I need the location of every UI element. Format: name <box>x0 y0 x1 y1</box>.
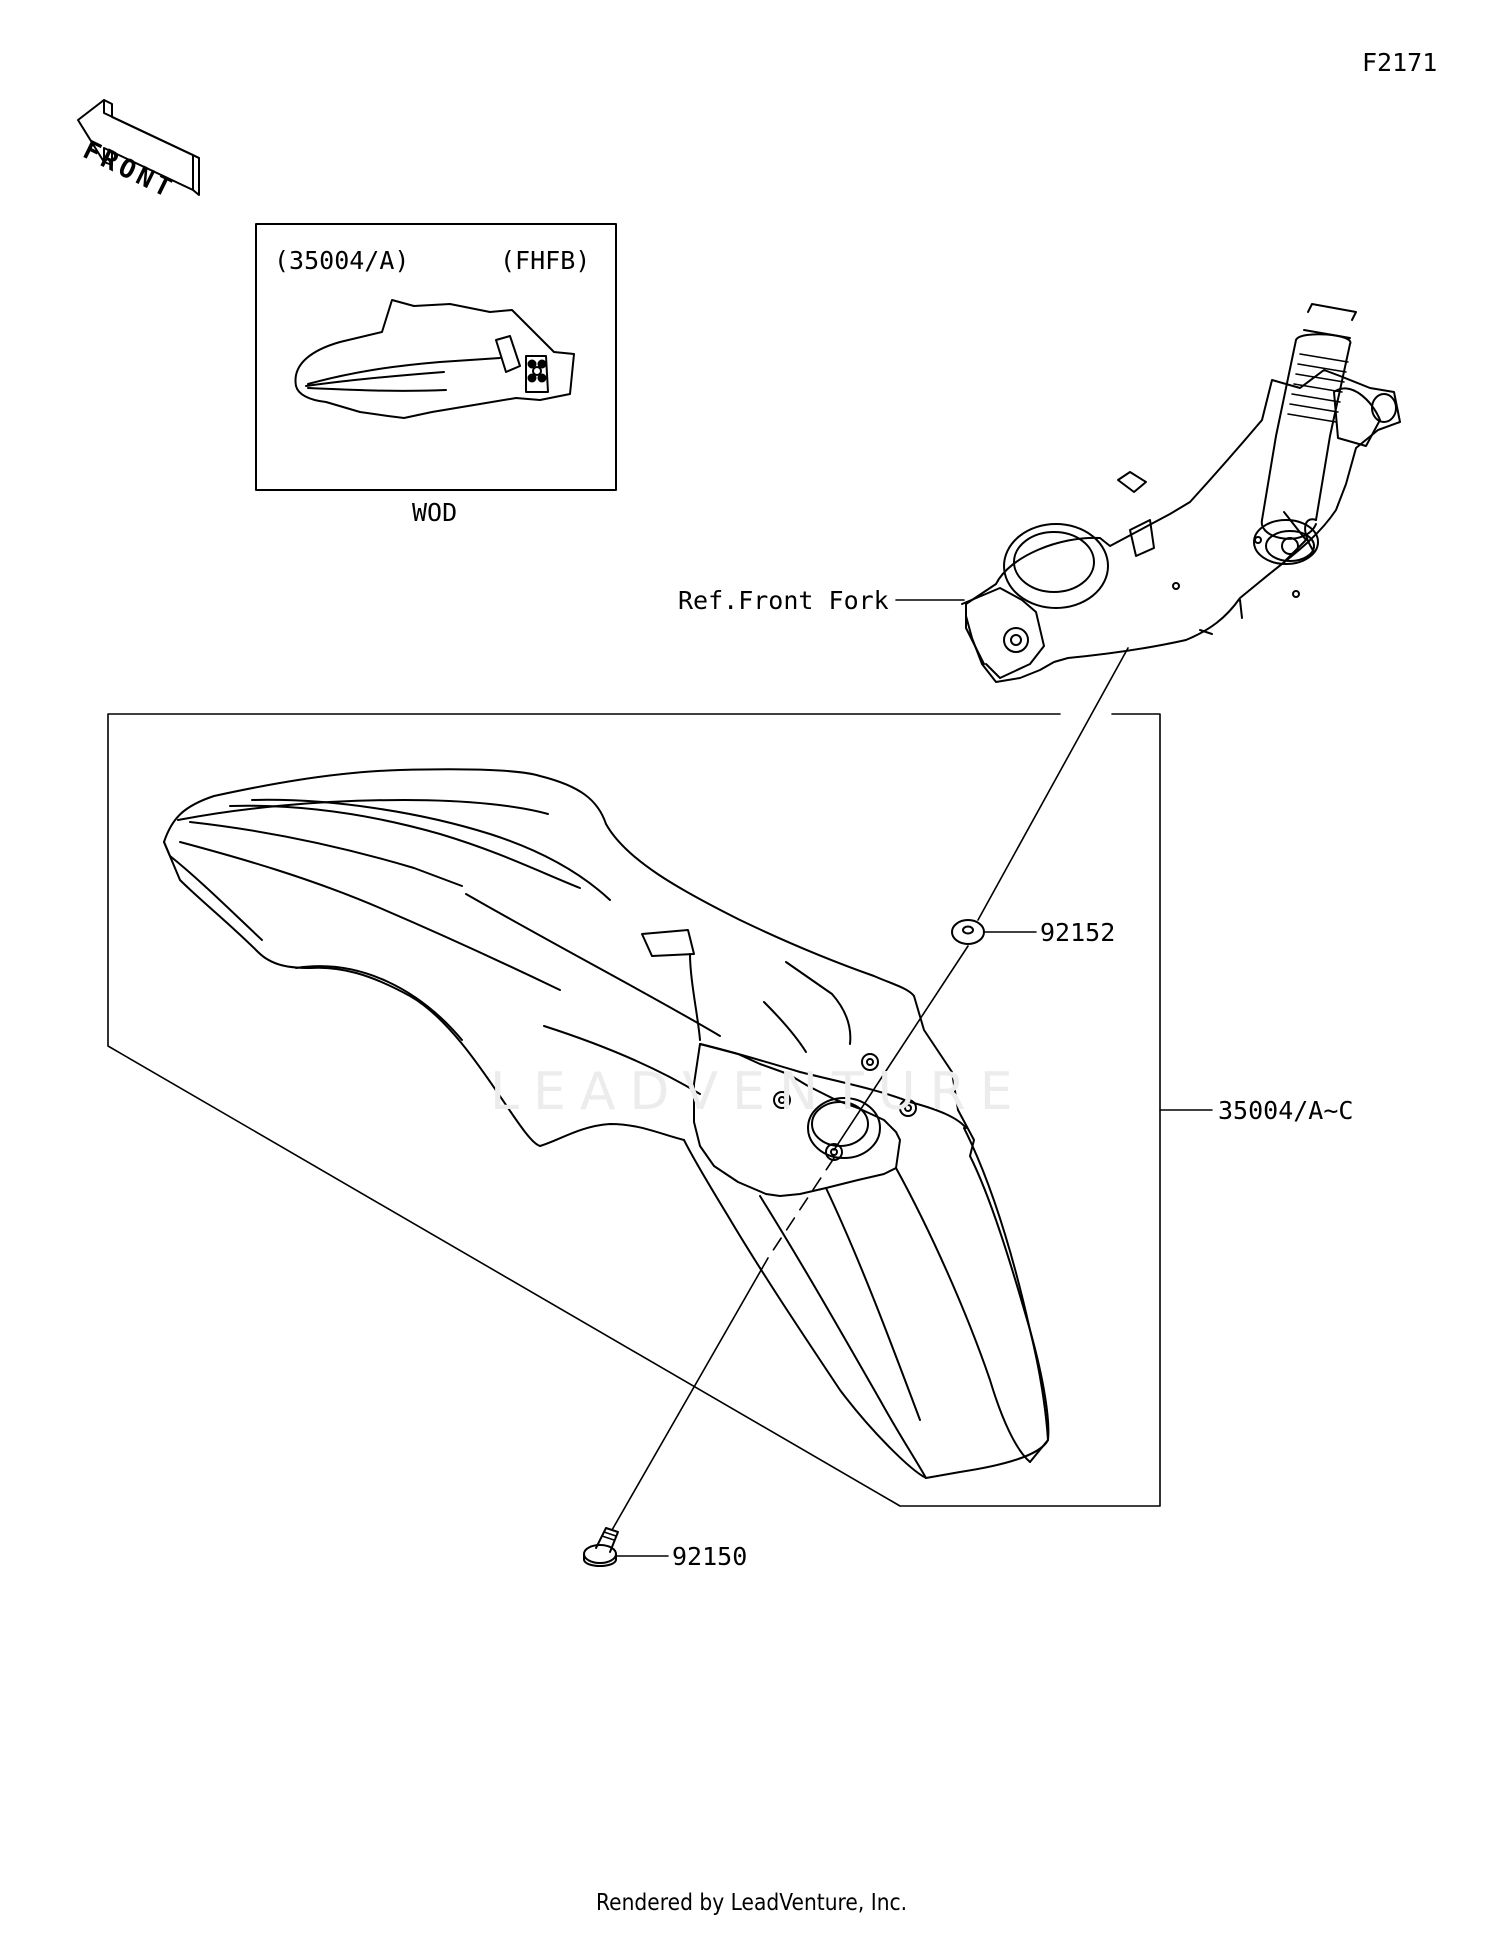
inset-caption: WOD <box>412 498 458 527</box>
inset-fender-drawing <box>294 299 575 419</box>
front-arrow-icon <box>77 99 200 196</box>
watermark: LEADVENTURE <box>490 1062 1027 1122</box>
leader-lines <box>107 599 1213 1557</box>
inset-color-code: (FHFB) <box>500 246 591 275</box>
inset-box <box>255 223 617 491</box>
front-fender <box>163 768 1050 1479</box>
callout-bolt: 92150 <box>672 1542 748 1571</box>
callout-fender-set: 35004/A~C <box>1218 1096 1354 1125</box>
callout-washer: 92152 <box>1040 918 1116 947</box>
diagram-code: F2171 <box>1362 48 1438 77</box>
front-fork-triple-clamp <box>961 303 1401 683</box>
footer-credit: Rendered by LeadVenture, Inc. <box>596 1890 908 1916</box>
washer-92152 <box>951 919 985 945</box>
inset-part-ref: (35004/A) <box>274 246 410 275</box>
bolt-92150 <box>583 1527 619 1567</box>
callout-front-fork: Ref.Front Fork <box>678 586 889 615</box>
